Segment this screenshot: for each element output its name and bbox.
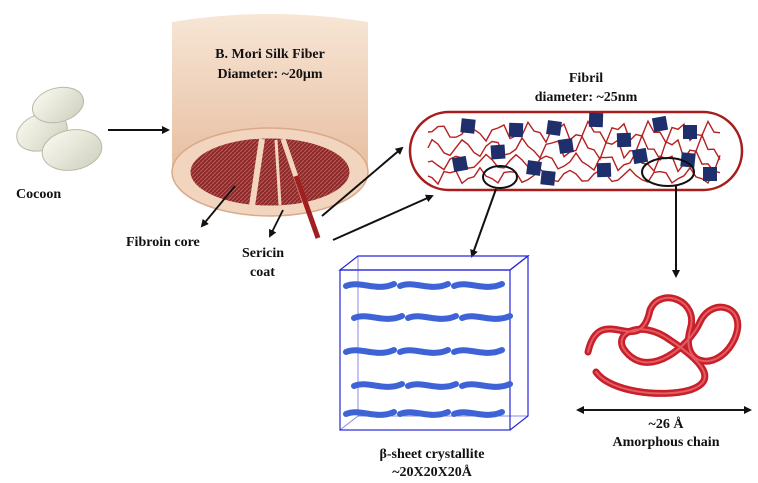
crystallite-square xyxy=(652,116,668,132)
beta-strand xyxy=(354,384,402,387)
crystallite-square xyxy=(632,148,648,164)
crystallite-square xyxy=(589,113,603,127)
beta-strand xyxy=(408,316,456,319)
beta-sheet-strands xyxy=(346,284,510,415)
beta-strand xyxy=(400,350,448,353)
amorphous-chain-ribbon xyxy=(588,298,738,394)
crystallite-square xyxy=(703,167,717,181)
crystallite-size: ~20X20X20Å xyxy=(392,464,473,480)
arrow-to-crystallite xyxy=(472,189,496,256)
beta-strand xyxy=(354,316,402,319)
sericin-label-line2: coat xyxy=(250,265,275,280)
crystallite-square xyxy=(597,163,611,177)
beta-strand xyxy=(346,284,394,287)
fibril-diameter: diameter: ~25nm xyxy=(535,90,638,105)
beta-strand xyxy=(346,412,394,415)
fiber-title: B. Mori Silk Fiber xyxy=(215,47,325,62)
fibril-title: Fibril xyxy=(569,71,603,86)
crystallite-square xyxy=(526,160,542,176)
cocoon-label: Cocoon xyxy=(16,187,61,202)
crystallite-label: β-sheet crystallite xyxy=(380,447,485,462)
beta-strand xyxy=(454,284,502,287)
cocoon-image xyxy=(11,82,105,175)
beta-strand xyxy=(454,412,502,415)
beta-strand xyxy=(462,316,510,319)
beta-strand xyxy=(454,350,502,353)
crystallite-square xyxy=(452,156,468,172)
beta-strand xyxy=(462,384,510,387)
sericin-label-line1: Sericin xyxy=(242,246,284,261)
beta-strand xyxy=(400,284,448,287)
fibroin-core-label: Fibroin core xyxy=(126,235,200,250)
crystallite-square xyxy=(617,133,631,147)
crystallite-square xyxy=(558,138,574,154)
silk-fiber-cylinder xyxy=(172,14,368,216)
crystallite-square xyxy=(683,125,697,139)
beta-sheet-crystallite-box xyxy=(340,256,528,430)
arrow-fiber-to-fibril-lower xyxy=(333,196,432,240)
crystallite-square xyxy=(546,120,562,136)
beta-strand xyxy=(346,350,394,353)
crystallite-square xyxy=(460,118,475,133)
crystallite-square xyxy=(509,123,523,137)
beta-strand xyxy=(408,384,456,387)
amorphous-chain-label: Amorphous chain xyxy=(613,435,720,450)
crystallite-square xyxy=(491,145,506,160)
beta-strand xyxy=(400,412,448,415)
fiber-diameter: Diameter: ~20μm xyxy=(217,67,322,82)
crystallite-square xyxy=(540,170,555,185)
amorphous-size-label: ~26 Å xyxy=(649,416,685,432)
